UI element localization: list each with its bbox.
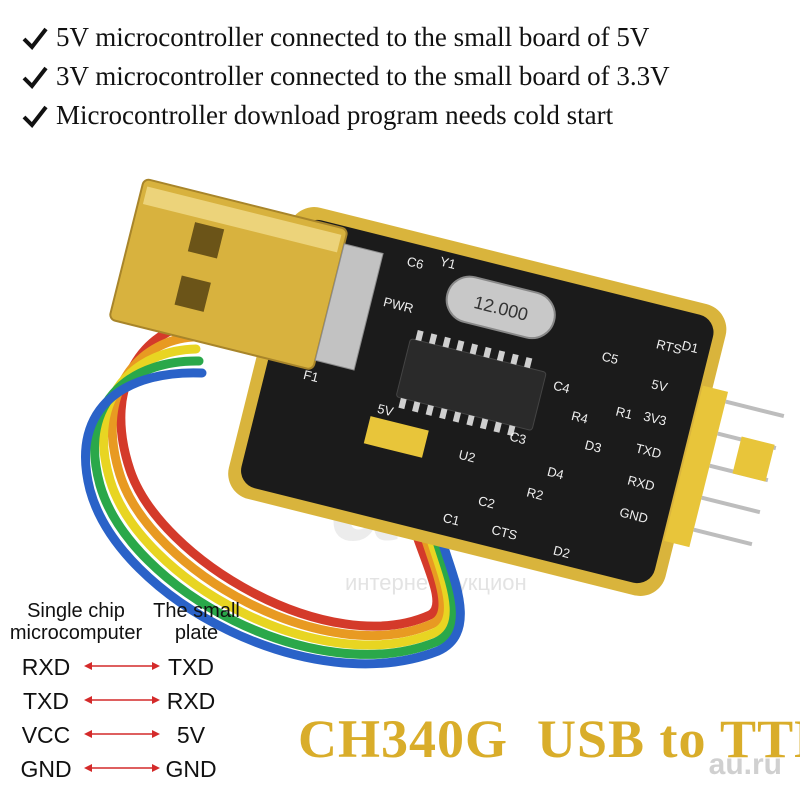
label-d3: D3	[583, 437, 603, 456]
pin-header	[664, 385, 785, 548]
chip-pins	[398, 329, 533, 437]
note-item: 3V microcontroller connected to the smal…	[22, 57, 670, 96]
label-cts: CTS	[490, 522, 519, 543]
mapping-row: GND GND	[4, 752, 254, 786]
label-c5: C5	[600, 349, 620, 368]
note-item: Microcontroller download program needs c…	[22, 96, 670, 135]
note-text: 5V microcontroller connected to the smal…	[56, 22, 650, 52]
pin-label-gnd: GND	[618, 504, 650, 526]
mapping-row: VCC 5V	[4, 718, 254, 752]
mapping-right: 5V	[176, 722, 206, 748]
pin-mapping: Single chip microcomputer The small plat…	[4, 600, 254, 786]
label-d2: D2	[552, 543, 572, 562]
double-arrow-icon	[84, 764, 160, 772]
mapping-left: GND	[20, 756, 72, 782]
label-r4: R4	[570, 408, 590, 427]
label-d4: D4	[546, 464, 566, 483]
note-item: 5V microcontroller connected to the smal…	[22, 18, 670, 57]
mapping-right: GND	[165, 756, 217, 782]
mapping-right: TXD	[168, 654, 214, 680]
mapping-row: RXD TXD	[4, 650, 254, 684]
mapping-left: RXD	[21, 654, 71, 680]
pin-label-5v: 5V	[650, 376, 669, 394]
label-r2: R2	[525, 484, 545, 503]
watermark-url: au.ru	[708, 748, 782, 781]
double-arrow-icon	[84, 730, 160, 738]
label-r1: R1	[614, 404, 634, 423]
crystal	[445, 275, 556, 340]
note-text: 3V microcontroller connected to the smal…	[56, 61, 670, 91]
mapping-row: TXD RXD	[4, 684, 254, 718]
label-c2: C2	[477, 493, 497, 512]
note-text: Microcontroller download program needs c…	[56, 100, 614, 130]
mapping-right-header: The small plate	[153, 600, 240, 644]
mapping-header: Single chip microcomputer The small plat…	[4, 600, 254, 650]
pin-label-3v3: 3V3	[642, 408, 668, 428]
label-pwr: PWR	[382, 294, 415, 316]
mapping-left: TXD	[23, 688, 69, 714]
pin-label-txd: TXD	[634, 440, 663, 461]
label-c4: C4	[552, 378, 572, 397]
check-icon	[22, 105, 48, 128]
voltage-jumper	[363, 416, 429, 458]
double-arrow-icon	[84, 696, 160, 704]
ch340g-chip	[396, 338, 547, 431]
label-y1: Y1	[438, 254, 457, 272]
label-u2: U2	[457, 447, 477, 466]
mapping-right: RXD	[166, 688, 216, 714]
mapping-left: VCC	[21, 722, 71, 748]
usb-connector	[109, 178, 384, 371]
double-arrow-icon	[84, 662, 160, 670]
label-5v-jumper: 5V	[376, 401, 395, 419]
label-rts: RTS	[655, 336, 684, 357]
label-c6: C6	[405, 254, 425, 273]
mapping-left-header: Single chip microcomputer	[9, 600, 143, 644]
check-icon	[22, 66, 48, 89]
label-c3: C3	[508, 429, 528, 448]
check-icon	[22, 27, 48, 50]
product-title: CH340G USB to TTL	[298, 709, 800, 769]
label-c1: C1	[441, 510, 461, 529]
label-d1: D1	[680, 338, 700, 357]
pin-label-rxd: RXD	[626, 472, 656, 493]
notes-list: 5V microcontroller connected to the smal…	[22, 18, 670, 135]
label-f1: F1	[302, 367, 320, 385]
